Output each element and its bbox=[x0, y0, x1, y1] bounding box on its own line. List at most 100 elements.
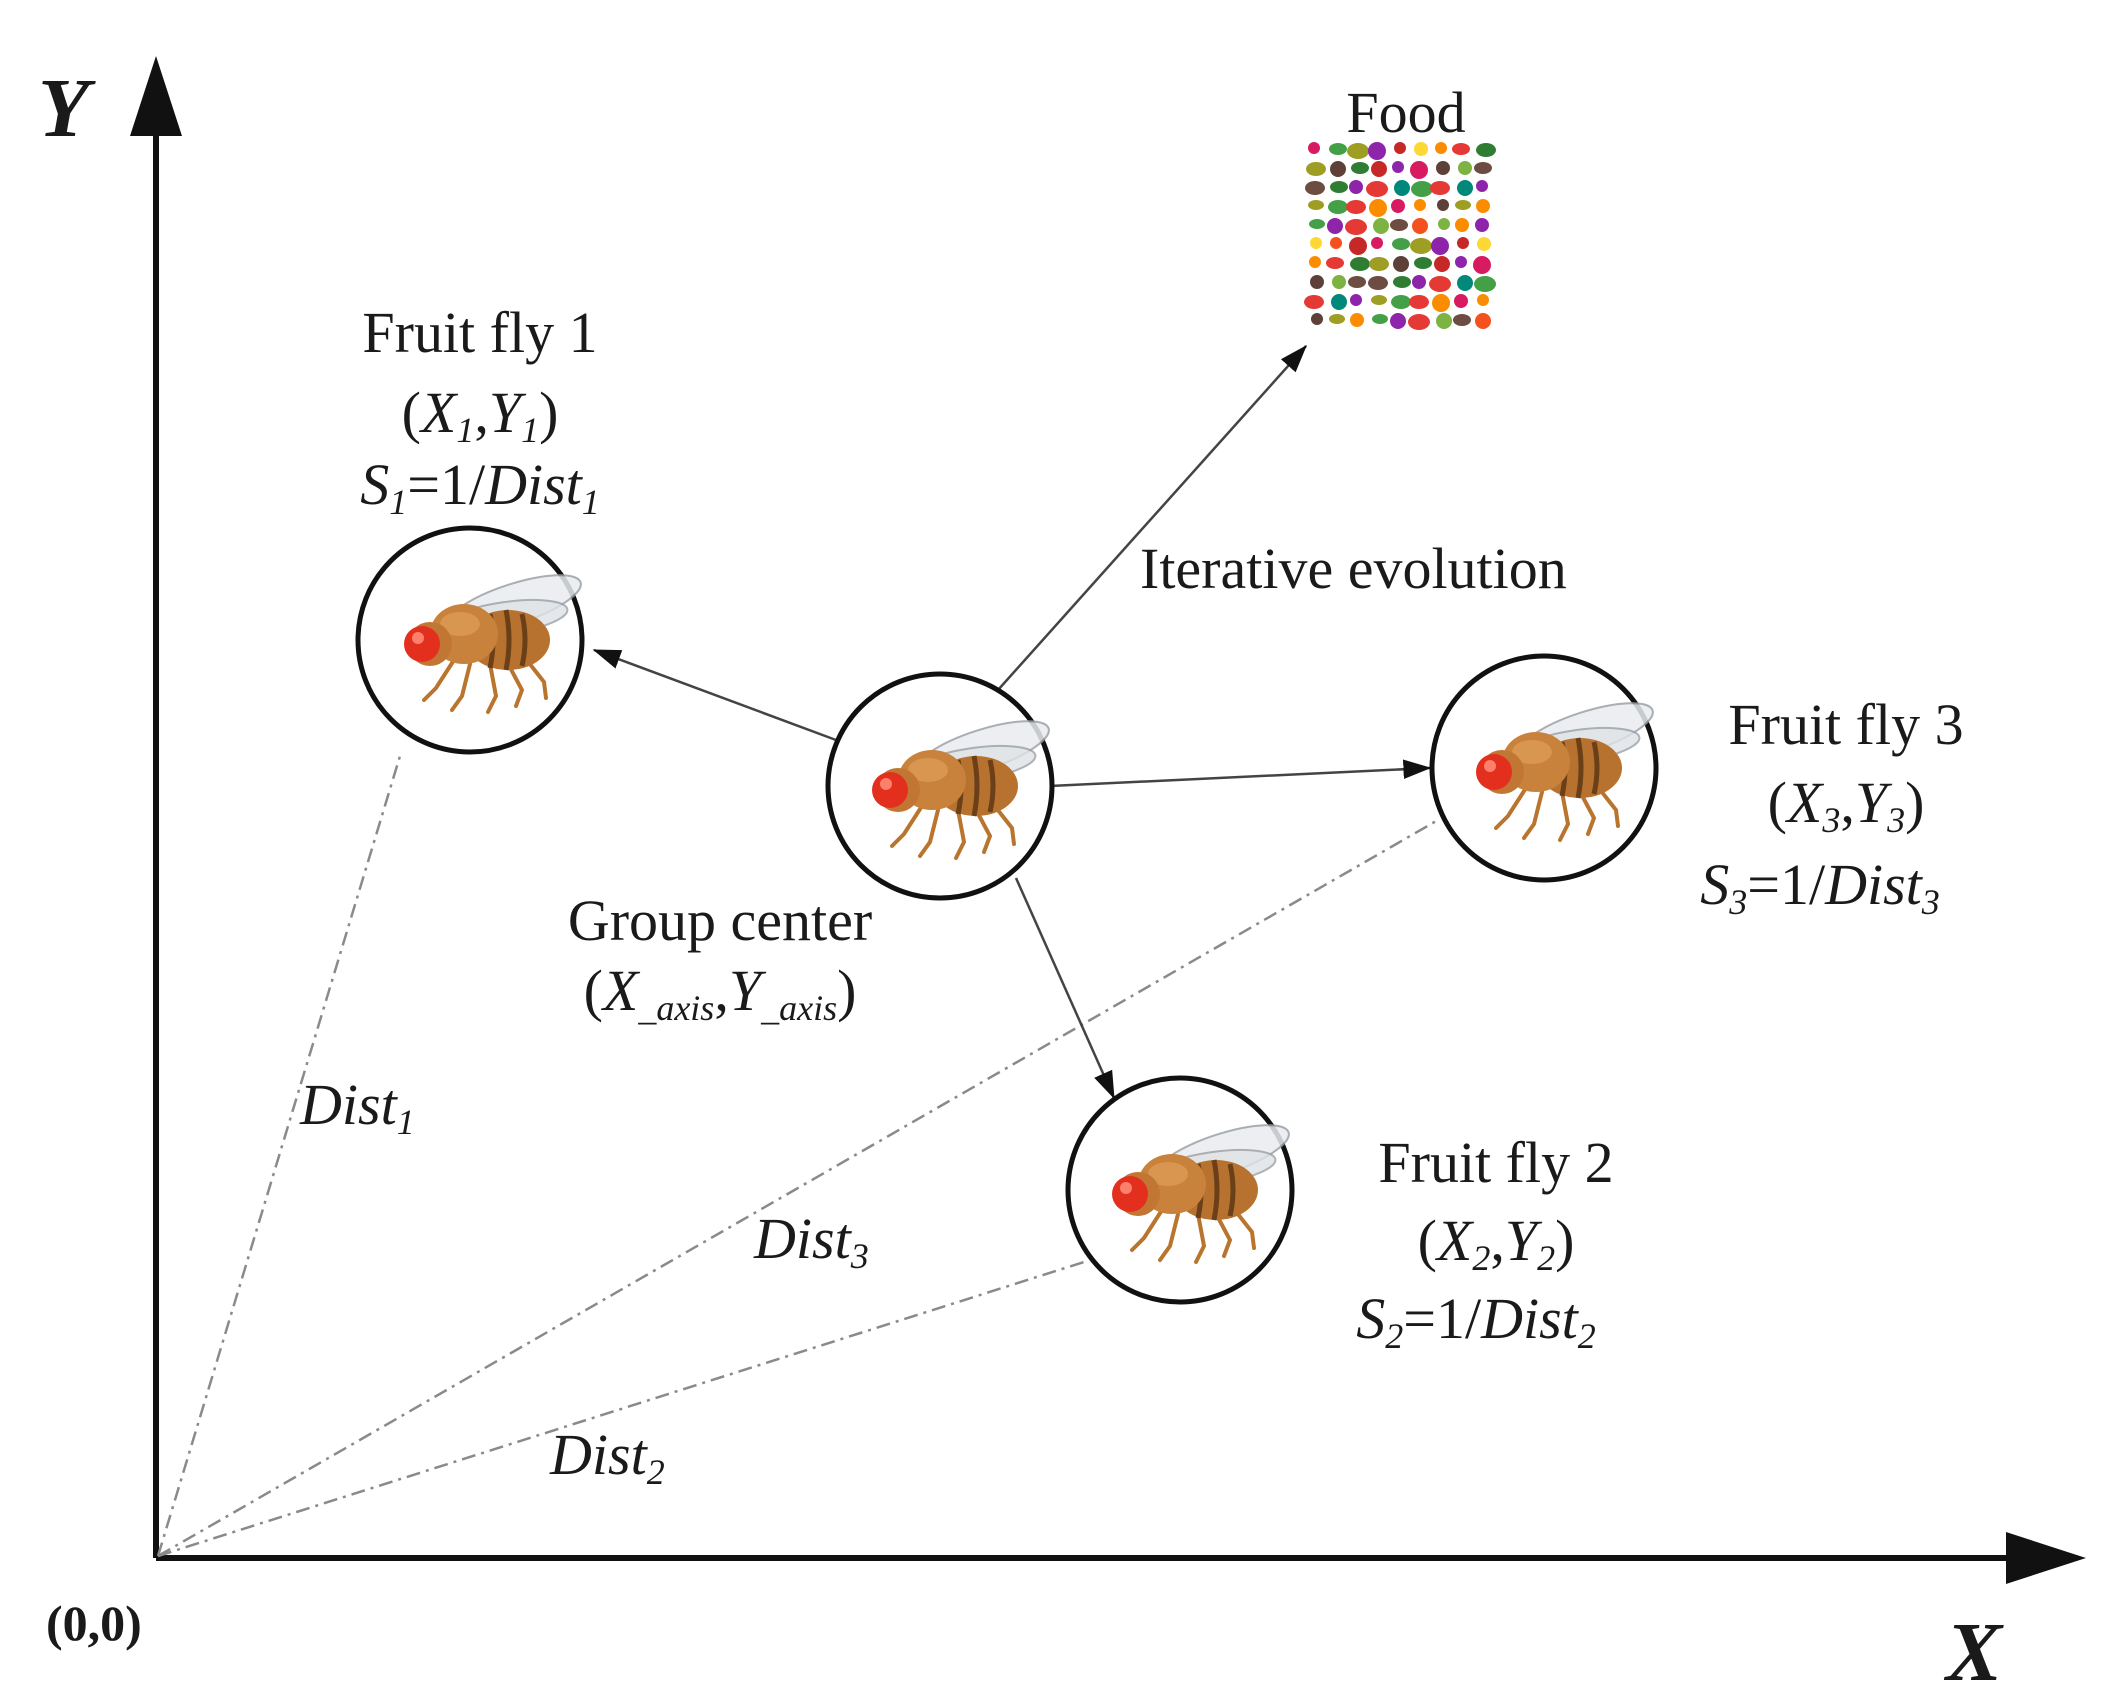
food-item bbox=[1309, 256, 1321, 268]
group-center-coords: (X_axis,Y_axis) bbox=[584, 958, 857, 1028]
dist1-line bbox=[156, 755, 402, 1557]
food-item bbox=[1436, 313, 1452, 329]
x-axis-arrowhead bbox=[2006, 1532, 2086, 1584]
food-item bbox=[1432, 294, 1450, 312]
dist3-label: Dist3 bbox=[753, 1206, 869, 1276]
fruit-fly-3: Fruit fly 3 (X3,Y3) S3=1/Dist3 bbox=[1429, 653, 1964, 922]
food-item bbox=[1474, 276, 1496, 292]
food-item bbox=[1390, 313, 1406, 329]
fruit-fly-3-title: Fruit fly 3 bbox=[1728, 692, 1963, 757]
group-center: Group center (X_axis,Y_axis) bbox=[568, 671, 1055, 1028]
food-item bbox=[1410, 161, 1428, 179]
food-item bbox=[1394, 180, 1410, 196]
food-item bbox=[1332, 275, 1346, 289]
food-item bbox=[1350, 294, 1362, 306]
food-item bbox=[1434, 256, 1450, 272]
food-item bbox=[1330, 237, 1342, 249]
food-item bbox=[1474, 162, 1492, 174]
food-item bbox=[1330, 161, 1346, 177]
food-item bbox=[1346, 200, 1366, 214]
fruit-fly-2: Fruit fly 2 (X2,Y2) S2=1/Dist2 bbox=[1065, 1075, 1614, 1356]
food-item bbox=[1457, 275, 1473, 291]
food-item bbox=[1429, 276, 1451, 292]
food-item bbox=[1326, 257, 1344, 269]
arrow-to-fly3 bbox=[1049, 759, 1432, 788]
food-item bbox=[1373, 218, 1389, 234]
food-item bbox=[1329, 314, 1345, 324]
food-item bbox=[1475, 218, 1489, 232]
fruit-fly-1-coords: (X1,Y1) bbox=[402, 380, 559, 450]
food-item bbox=[1455, 218, 1469, 232]
fruit-fly-3-fitness: S3=1/Dist3 bbox=[1700, 852, 1940, 922]
food-item bbox=[1305, 181, 1325, 195]
food-item bbox=[1476, 180, 1488, 192]
food-item bbox=[1453, 314, 1471, 326]
food-item bbox=[1457, 180, 1473, 196]
food-item bbox=[1430, 181, 1450, 195]
food-item bbox=[1393, 256, 1409, 272]
food-item bbox=[1310, 237, 1322, 249]
food-item bbox=[1435, 142, 1447, 154]
food-item bbox=[1350, 313, 1364, 327]
food-item bbox=[1329, 143, 1347, 155]
food-item bbox=[1304, 295, 1324, 309]
food-item bbox=[1414, 257, 1432, 269]
food-item bbox=[1350, 257, 1370, 271]
food-item bbox=[1411, 181, 1433, 197]
food-item bbox=[1308, 200, 1324, 210]
food-item bbox=[1348, 276, 1366, 288]
food-item bbox=[1455, 256, 1467, 268]
food-item bbox=[1328, 200, 1348, 214]
food-item bbox=[1306, 162, 1326, 176]
food-item bbox=[1437, 199, 1449, 211]
food-item bbox=[1347, 143, 1369, 159]
food-image bbox=[1304, 142, 1496, 330]
food-item bbox=[1475, 313, 1491, 329]
food-item bbox=[1330, 181, 1348, 193]
fruit-fly-1: Fruit fly 1 (X1,Y1) S1=1/Dist1 bbox=[355, 300, 600, 755]
fruit-fly-2-fitness: S2=1/Dist2 bbox=[1356, 1286, 1596, 1356]
food-item bbox=[1366, 181, 1388, 197]
food-item bbox=[1351, 162, 1369, 174]
food-item bbox=[1392, 238, 1410, 250]
food-item bbox=[1331, 294, 1347, 310]
food-item bbox=[1349, 237, 1367, 255]
food-item bbox=[1454, 294, 1468, 308]
y-axis-label: Y bbox=[38, 62, 96, 155]
arrow-to-food bbox=[997, 344, 1307, 691]
food-item bbox=[1409, 295, 1429, 309]
fruit-fly-3-coords: (X3,Y3) bbox=[1768, 770, 1925, 840]
fruit-fly-2-title: Fruit fly 2 bbox=[1378, 1130, 1613, 1195]
food-item bbox=[1368, 142, 1386, 160]
food-item bbox=[1392, 161, 1404, 173]
food-item bbox=[1368, 276, 1388, 290]
food-item bbox=[1327, 218, 1343, 234]
food-label: Food bbox=[1346, 80, 1465, 145]
dist3-line bbox=[157, 818, 1439, 1558]
origin-label: (0,0) bbox=[46, 1595, 142, 1651]
food-item bbox=[1369, 199, 1387, 217]
food-item bbox=[1408, 314, 1430, 330]
food-item bbox=[1371, 237, 1383, 249]
food-item bbox=[1410, 238, 1432, 254]
food-item bbox=[1345, 219, 1367, 235]
dist2-line bbox=[157, 1260, 1085, 1558]
fruit-fly-2-coords: (X2,Y2) bbox=[1418, 1208, 1575, 1278]
food-item bbox=[1310, 275, 1324, 289]
food-item bbox=[1393, 276, 1411, 288]
arrow-to-fly2 bbox=[1014, 877, 1116, 1100]
food-item bbox=[1476, 199, 1490, 213]
food-item bbox=[1452, 143, 1470, 155]
food-item bbox=[1372, 314, 1388, 324]
arrow-to-fly1 bbox=[592, 648, 837, 742]
y-axis-arrowhead bbox=[130, 56, 182, 136]
food-item bbox=[1431, 237, 1449, 255]
food-item bbox=[1412, 275, 1426, 289]
food-item bbox=[1391, 295, 1411, 309]
food-item bbox=[1311, 313, 1323, 325]
food-item bbox=[1394, 142, 1406, 154]
food-item bbox=[1308, 142, 1320, 154]
group-center-label: Group center bbox=[568, 888, 872, 953]
dist1-label: Dist1 bbox=[299, 1072, 415, 1142]
